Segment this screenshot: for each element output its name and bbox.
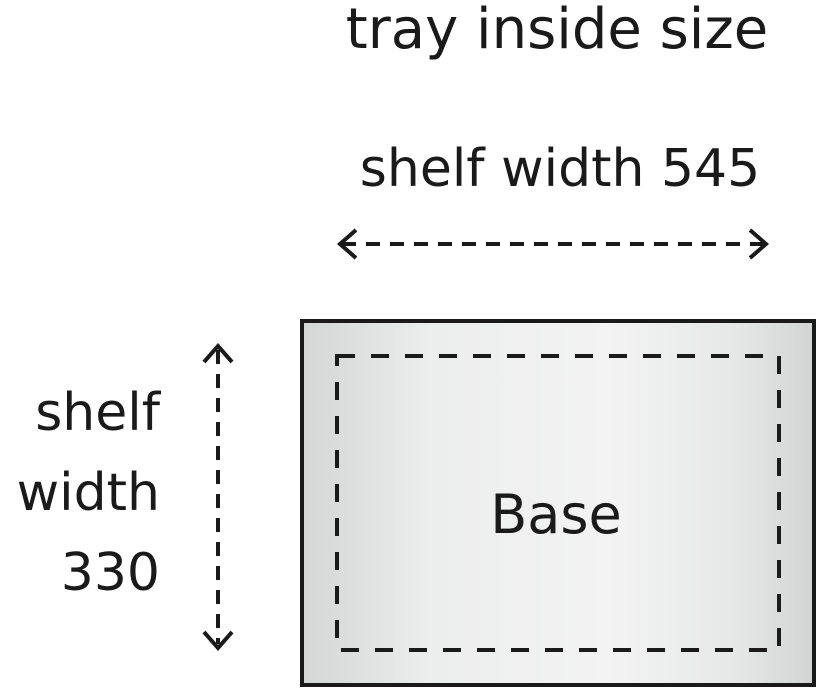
base-outline bbox=[300, 319, 816, 687]
vertical-dimension-line-1: shelf bbox=[35, 383, 161, 443]
title: tray inside size bbox=[346, 0, 768, 62]
vertical-dimension-line-3: 330 bbox=[61, 543, 160, 603]
vertical-dimension-line-2: width bbox=[17, 463, 160, 523]
vertical-double-arrow-icon bbox=[202, 342, 234, 652]
tray-inside-outline bbox=[335, 354, 781, 652]
base-label: Base bbox=[490, 483, 622, 546]
horizontal-double-arrow-icon bbox=[336, 228, 770, 260]
horizontal-dimension-label: shelf width 545 bbox=[360, 139, 760, 199]
